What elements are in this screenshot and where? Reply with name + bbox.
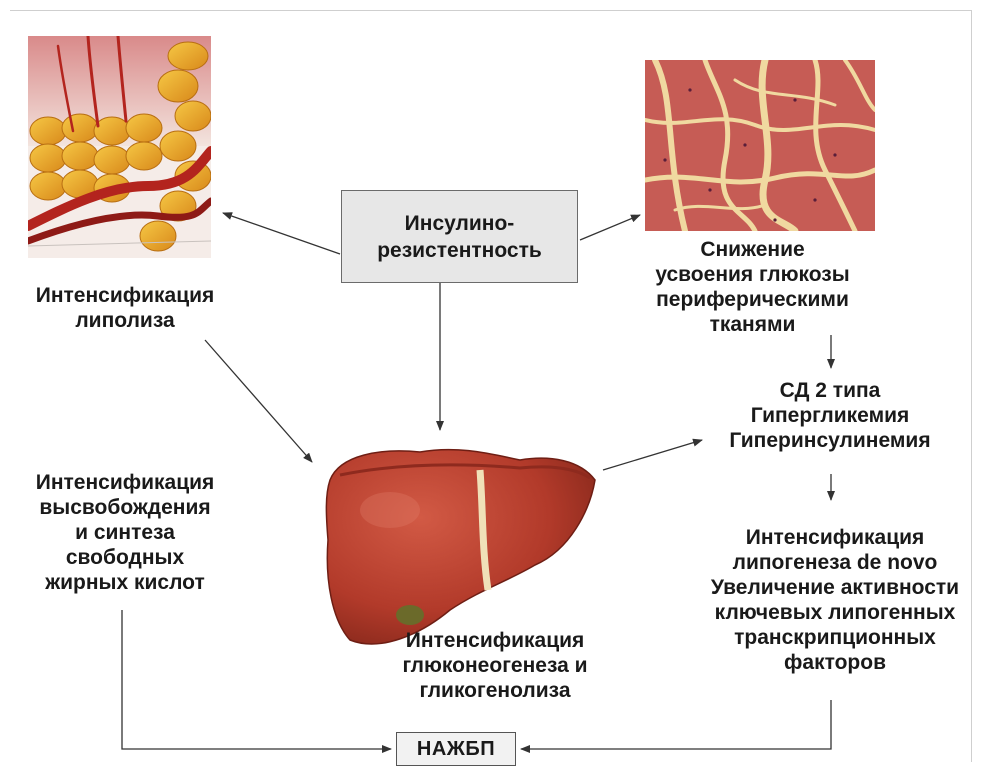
arrow-to-adipose bbox=[223, 213, 340, 254]
insulin-resistance-text: Инсулино- резистентность bbox=[377, 210, 542, 264]
arrow-lipogenesis-to-nafld bbox=[521, 700, 831, 749]
arrow-lipolysis-to-liver bbox=[205, 340, 312, 462]
lipogenesis-label: Интенсификация липогенеза de novo Увелич… bbox=[690, 525, 980, 675]
diabetes-label: СД 2 типа Гипергликемия Гиперинсулинемия bbox=[700, 378, 960, 453]
ffa-release-label: Интенсификация высвобождения и синтеза с… bbox=[15, 470, 235, 595]
arrow-liver-to-diabetes bbox=[603, 440, 702, 470]
insulin-resistance-box: Инсулино- резистентность bbox=[341, 190, 578, 283]
nafld-box: НАЖБП bbox=[396, 732, 516, 766]
lipolysis-label: Интенсификация липолиза bbox=[15, 283, 235, 333]
arrow-ffa-to-nafld bbox=[122, 610, 391, 749]
gluconeogenesis-label: Интенсификация глюконеогенеза и гликоген… bbox=[375, 628, 615, 703]
nafld-text: НАЖБП bbox=[417, 738, 495, 761]
glucose-uptake-label: Снижение усвоения глюкозы периферическим… bbox=[630, 237, 875, 337]
